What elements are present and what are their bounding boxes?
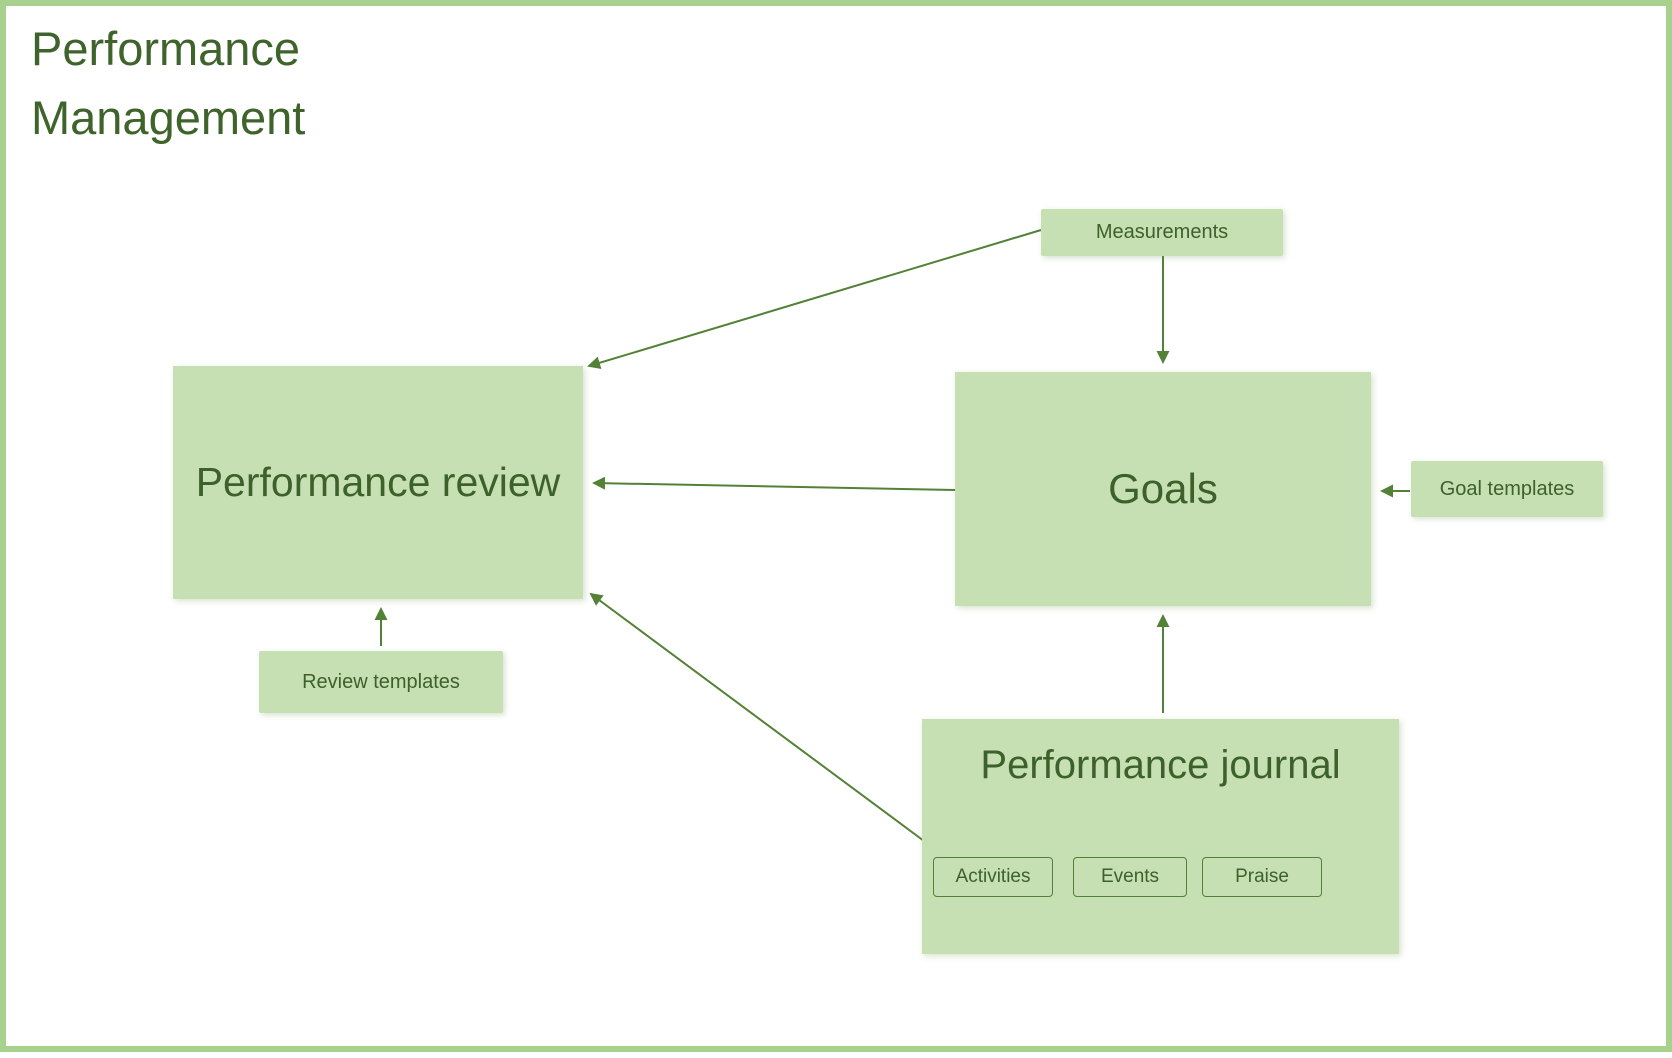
tag-praise-button[interactable]: Praise	[1202, 857, 1322, 897]
page-title: Performance Management	[31, 22, 306, 144]
node-goals-label: Goals	[1108, 465, 1218, 512]
node-goals[interactable]: Goals	[955, 372, 1371, 606]
arrow-performance-journal-to-performance-review	[589, 592, 925, 842]
node-performance-review-label: Performance review	[195, 459, 561, 505]
node-performance-journal[interactable]: Performance journal Activities Events Pr…	[922, 719, 1399, 954]
arrow-goals-to-performance-review	[592, 476, 956, 491]
node-measurements[interactable]: Measurements	[1041, 209, 1283, 256]
node-measurements-label: Measurements	[1095, 221, 1229, 243]
node-review-templates[interactable]: Review templates	[259, 651, 503, 713]
tag-events-button[interactable]: Events	[1073, 857, 1187, 897]
node-performance-journal-label: Performance journal	[980, 743, 1341, 787]
journal-tags-row: Activities Events Praise	[933, 857, 1322, 897]
node-review-templates-label: Review templates	[302, 670, 460, 693]
node-performance-review[interactable]: Performance review	[173, 366, 583, 599]
tag-activities-button[interactable]: Activities	[933, 857, 1053, 897]
node-goal-templates-label: Goal templates	[1439, 477, 1575, 500]
node-goal-templates[interactable]: Goal templates	[1411, 461, 1603, 517]
arrow-measurements-to-performance-review	[587, 229, 1042, 370]
